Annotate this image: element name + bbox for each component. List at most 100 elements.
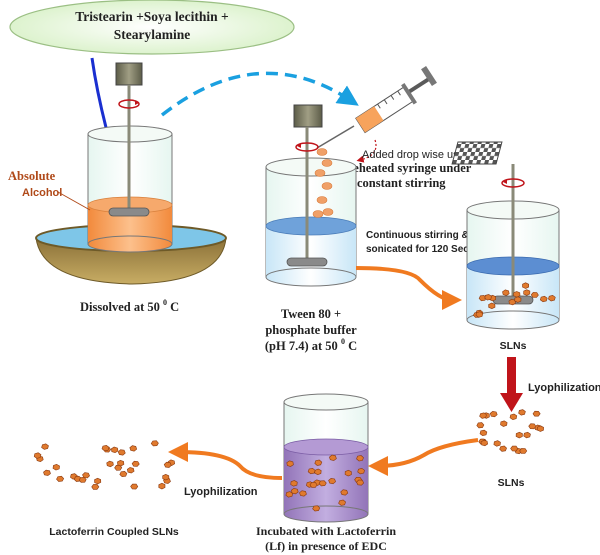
absolute-alcohol-liquid	[88, 205, 172, 252]
dried-slns-cluster	[476, 409, 544, 455]
nanoparticle	[318, 480, 327, 487]
nanoparticle	[528, 423, 537, 430]
step2-caption-line2: phosphate buffer	[265, 323, 357, 337]
nanoparticle	[493, 440, 501, 447]
arrow-to-step6	[168, 442, 283, 480]
stirrer-motor-1	[115, 62, 143, 86]
sonication-note-line2: sonicated for 120 Sec.	[366, 244, 472, 255]
nanoparticle	[41, 443, 49, 450]
nanoparticle	[480, 439, 489, 447]
nanoparticle	[131, 460, 140, 467]
syringe: Added drop wise using preheated syringe …	[316, 65, 473, 190]
nanoparticle	[522, 282, 530, 289]
nanoparticle	[523, 431, 531, 439]
step5-beaker-assembly: Incubated with Lactoferrin (Lf) in prese…	[256, 393, 396, 553]
nanoparticle	[479, 429, 488, 437]
nanoparticle	[56, 475, 65, 482]
nanoparticle	[548, 294, 556, 302]
nanoparticle	[328, 477, 336, 485]
nanoparticle	[500, 420, 508, 427]
nanoparticle	[101, 444, 110, 452]
step2-beaker-assembly: Tween 80 + phosphate buffer (pH 7.4) at …	[265, 104, 357, 353]
syringe-note-line3: constant stirring	[357, 176, 446, 190]
nanoparticle	[340, 489, 349, 496]
nanoparticle	[290, 480, 298, 487]
nanoparticle	[33, 452, 42, 459]
nanoparticle	[285, 491, 294, 498]
step4-dried-slns: SLNs	[476, 409, 544, 489]
nanoparticle	[502, 289, 510, 296]
nanoparticle	[130, 483, 139, 490]
nanoparticle	[532, 410, 541, 417]
buffer-liquid	[266, 226, 356, 286]
sonication-note-line1: Continuous stirring &	[366, 230, 469, 241]
nanoparticle	[314, 459, 323, 466]
nanoparticle	[52, 463, 60, 471]
step3-beaker-assembly: Continuous stirring & sonicated for 120 …	[366, 141, 560, 352]
step2-caption-line3: (pH 7.4) at 50 0 C	[265, 333, 357, 353]
nanoparticle	[518, 409, 526, 416]
transfer-arrow	[160, 71, 359, 117]
ingredients-line1: Tristearin +Soya lecithin +	[75, 9, 229, 24]
nanoparticle	[509, 413, 518, 421]
droplets	[312, 148, 334, 218]
nanoparticle	[513, 291, 521, 298]
nanoparticle	[94, 477, 102, 485]
nanoparticle	[314, 468, 322, 476]
arrow-to-step5	[368, 438, 479, 476]
stirrer-motor-2	[293, 104, 323, 128]
nanoparticle	[129, 445, 138, 452]
nanoparticle	[536, 425, 544, 432]
arrow-to-step3	[355, 266, 462, 310]
nanoparticle	[162, 473, 170, 481]
nanoparticle	[510, 445, 519, 452]
nanoparticle	[117, 449, 126, 456]
nanoparticle	[475, 311, 484, 318]
nanoparticle	[519, 448, 528, 454]
nanoparticle	[158, 482, 166, 490]
nanoparticle	[356, 455, 364, 462]
nanoparticle	[523, 289, 531, 296]
nanoparticle	[476, 422, 485, 429]
nanoparticle	[43, 469, 51, 476]
lactoferrin-liquid	[284, 447, 368, 522]
ingredients-line2: Stearylamine	[114, 27, 191, 42]
nanoparticle	[299, 490, 307, 497]
coupled-slns-cluster	[33, 440, 176, 490]
step4-caption: SLNs	[498, 477, 525, 489]
step1-caption: Dissolved at 50 0 C	[80, 294, 179, 314]
lyophilization-label-2: Lyophilization	[184, 486, 258, 498]
nanoparticle	[78, 476, 87, 483]
nanoparticle	[338, 499, 346, 506]
nanoparticle	[499, 445, 507, 452]
nanoparticle	[357, 467, 365, 475]
nanoparticle	[106, 460, 114, 468]
nanoparticle	[514, 296, 522, 303]
nanoparticle	[312, 505, 321, 512]
lyophilization-arrow-1: Lyophilization	[500, 357, 600, 412]
nanoparticle	[126, 467, 135, 474]
step1-beaker-assembly: Absolute Alcohol Dissolved at 50 0 C	[8, 62, 227, 314]
nanoparticle	[150, 440, 159, 447]
step6-coupled-slns: Lactoferrin Coupled SLNs	[33, 440, 179, 538]
probe-sonicator	[451, 141, 503, 165]
nanoparticle	[309, 482, 318, 488]
nanoparticle	[484, 294, 492, 301]
step3-caption: SLNs	[500, 340, 527, 352]
nanoparticle	[356, 479, 365, 486]
nanoparticle	[117, 459, 125, 467]
step5-caption-line2: (Lf) in presence of EDC	[265, 539, 387, 553]
nanoparticle	[539, 295, 548, 303]
syringe-note-line1: Added drop wise using	[362, 149, 473, 161]
syringe-note-line2: preheated syringe under	[341, 161, 472, 175]
nanoparticle	[163, 461, 172, 468]
step2-caption-line1: Tween 80 +	[281, 307, 341, 321]
slns-in-lactoferrin	[285, 454, 365, 512]
lyophilization-label-1: Lyophilization	[528, 382, 600, 394]
solvent-label-line2: Alcohol	[22, 187, 62, 199]
nanoparticle	[515, 431, 523, 439]
nanoparticle	[479, 412, 487, 419]
nanoparticle	[110, 446, 119, 454]
step5-caption-line1: Incubated with Lactoferrin	[256, 524, 396, 538]
